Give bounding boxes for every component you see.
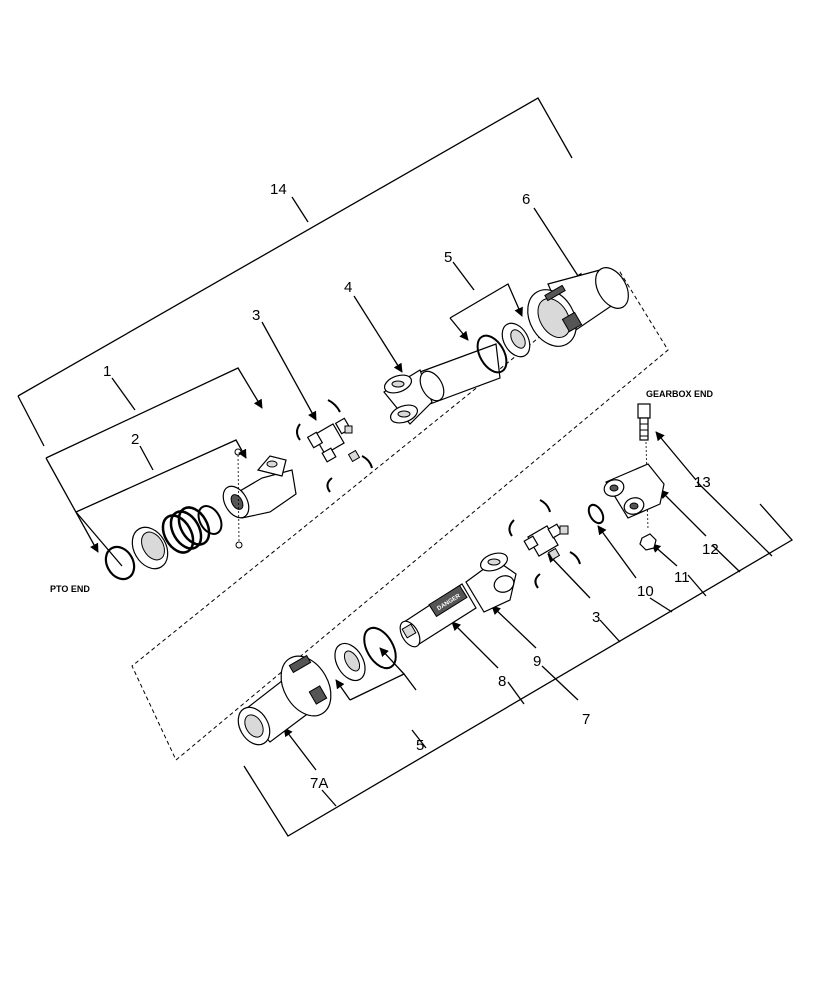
snap-ring-pto [104, 545, 136, 581]
shield-bearing-upper [501, 322, 531, 358]
pto-yoke [222, 455, 297, 519]
retaining-ring-lower [363, 626, 397, 670]
retaining-ring-upper [476, 334, 508, 374]
callout-11: 11 [674, 569, 690, 586]
callout-10: 10 [637, 583, 654, 600]
inner-tube-yoke [465, 552, 517, 613]
outer-shield-lower [237, 654, 332, 746]
cross-kit-upper [296, 399, 373, 493]
callout-8: 8 [498, 673, 506, 690]
shield-bearing-lower [334, 642, 366, 682]
locking-collar [131, 526, 169, 570]
callout-7a: 7A [310, 775, 328, 792]
assembly-bracket-lower [243, 503, 794, 837]
dot-marker [234, 448, 242, 456]
pto-end-label: PTO END [50, 584, 90, 594]
callout-12: 12 [702, 541, 719, 558]
dot-marker [235, 541, 243, 549]
phantom-outline [131, 271, 669, 761]
callout-1: 1 [103, 363, 111, 380]
callout-13: 13 [694, 474, 711, 491]
cross-kit-lower [508, 499, 581, 589]
callout-3-upper: 3 [252, 307, 260, 324]
lock-nut [639, 533, 657, 551]
gearbox-end-label: GEARBOX END [646, 389, 714, 399]
callout-2: 2 [131, 431, 139, 448]
callout-4: 4 [344, 279, 352, 296]
callout-5-upper: 5 [444, 249, 452, 266]
leader-lines [45, 196, 773, 807]
callout-7: 7 [582, 711, 590, 728]
assembly-bracket-14 [17, 97, 573, 447]
callout-6: 6 [522, 191, 530, 208]
callout-14: 14 [270, 181, 287, 198]
inner-tube: DANGER [399, 583, 477, 648]
outer-shield [527, 267, 629, 347]
callout-9: 9 [533, 653, 541, 670]
inner-yoke-shaft [383, 343, 501, 425]
bolt [637, 403, 651, 441]
gearbox-yoke [603, 463, 665, 519]
ring-10 [587, 503, 605, 525]
callout-3-lower: 3 [592, 609, 600, 626]
dot-line [237, 454, 240, 543]
flat-ring [197, 505, 223, 535]
callout-5-lower: 5 [416, 737, 424, 754]
collar-spring [161, 506, 211, 554]
